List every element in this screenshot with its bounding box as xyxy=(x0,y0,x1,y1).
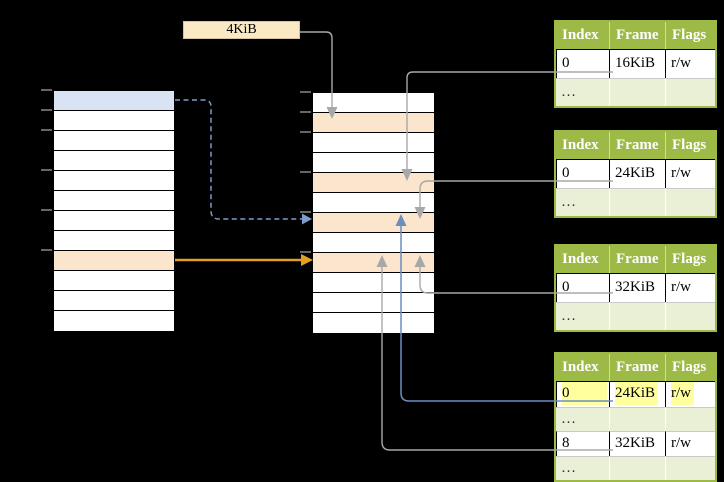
memory-row xyxy=(54,271,174,291)
table-ellipsis-row: … xyxy=(556,455,715,480)
table-cell xyxy=(609,78,665,106)
column-header-frame: Frame xyxy=(609,22,665,49)
table-cell: 8 xyxy=(556,431,609,456)
memory-row xyxy=(313,313,434,333)
table-cell: r/w xyxy=(665,431,715,456)
memory-row xyxy=(54,311,174,331)
table-cell: 0 xyxy=(556,160,609,188)
memory-row xyxy=(54,171,174,191)
connector-virtual-page-to-frame-dashed xyxy=(175,99,312,225)
table-cell: … xyxy=(556,188,609,216)
table-cell: r/w xyxy=(665,160,715,188)
column-header-index: Index xyxy=(562,251,599,267)
table-cell xyxy=(609,406,665,431)
table-cell xyxy=(609,455,665,480)
column-header-flags: Flags xyxy=(665,132,715,159)
memory-row xyxy=(54,131,174,151)
arrowhead-right-icon xyxy=(302,213,312,225)
table-ellipsis-row: … xyxy=(556,302,715,330)
column-header-flags: Flags xyxy=(665,22,715,49)
memory-row xyxy=(54,191,174,211)
memory-row-highlight-orange xyxy=(313,113,434,133)
column-header-index: Index xyxy=(562,137,599,153)
highlighted-value: r/w xyxy=(671,382,694,405)
highlighted-value: 0 xyxy=(562,382,607,405)
table-cell xyxy=(665,188,715,216)
memory-row xyxy=(313,293,434,313)
memory-row-highlight-orange xyxy=(54,251,174,271)
column-header-flags: Flags xyxy=(665,246,715,273)
middle-stack-tick-marks xyxy=(300,91,311,253)
table-cell: 0 xyxy=(556,382,609,407)
memory-row xyxy=(313,133,434,153)
column-header-frame: Frame xyxy=(609,246,665,273)
table-cell: r/w xyxy=(665,274,715,302)
column-header-index: Index xyxy=(562,27,599,43)
table-cell xyxy=(609,302,665,330)
table-cell: 0 xyxy=(556,50,609,78)
table-ellipsis-row: … xyxy=(556,188,715,216)
memory-row-highlight-orange xyxy=(313,253,434,273)
table-cell: … xyxy=(556,406,609,431)
table-cell: r/w xyxy=(665,50,715,78)
memory-row-highlight-orange xyxy=(313,173,434,193)
table-cell xyxy=(665,455,715,480)
table-cell xyxy=(665,302,715,330)
column-header-frame: Frame xyxy=(609,132,665,159)
memory-row xyxy=(313,93,434,113)
memory-row xyxy=(313,233,434,253)
memory-row xyxy=(54,291,174,311)
table-ellipsis-row: … xyxy=(556,78,715,106)
table-cell: … xyxy=(556,455,609,480)
table-cell xyxy=(665,78,715,106)
virtual-address-space-stack xyxy=(53,90,175,332)
table-cell: 32KiB xyxy=(609,431,665,456)
memory-row-highlight-blue xyxy=(54,91,174,111)
connector-virtual-page-to-frame-orange xyxy=(175,254,313,266)
table-cell: 24KiB xyxy=(609,382,665,407)
memory-row xyxy=(313,193,434,213)
table-cell xyxy=(665,406,715,431)
table-cell: 24KiB xyxy=(609,160,665,188)
table-cell: 32KiB xyxy=(609,274,665,302)
memory-row xyxy=(313,273,434,293)
table-cell: 0 xyxy=(556,274,609,302)
memory-row xyxy=(313,153,434,173)
table-cell: … xyxy=(556,302,609,330)
memory-row xyxy=(54,231,174,251)
table-cell: … xyxy=(556,78,609,106)
physical-memory-stack xyxy=(312,92,435,334)
table-cell: 16KiB xyxy=(609,50,665,78)
column-header-frame: Frame xyxy=(609,354,665,381)
table-entry-row: 0 24KiB r/w xyxy=(556,382,715,407)
memory-row xyxy=(54,211,174,231)
table-cell: r/w xyxy=(665,382,715,407)
memory-row-highlight-orange xyxy=(313,213,434,233)
highlighted-value: 24KiB xyxy=(615,382,659,405)
memory-row xyxy=(54,151,174,171)
left-stack-tick-marks xyxy=(41,89,52,251)
column-header-index: Index xyxy=(562,359,599,375)
table-cell xyxy=(609,188,665,216)
column-header-flags: Flags xyxy=(665,354,715,381)
table-ellipsis-row: … xyxy=(556,406,715,431)
memory-row xyxy=(54,111,174,131)
page-size-label: 4KiB xyxy=(183,21,300,39)
